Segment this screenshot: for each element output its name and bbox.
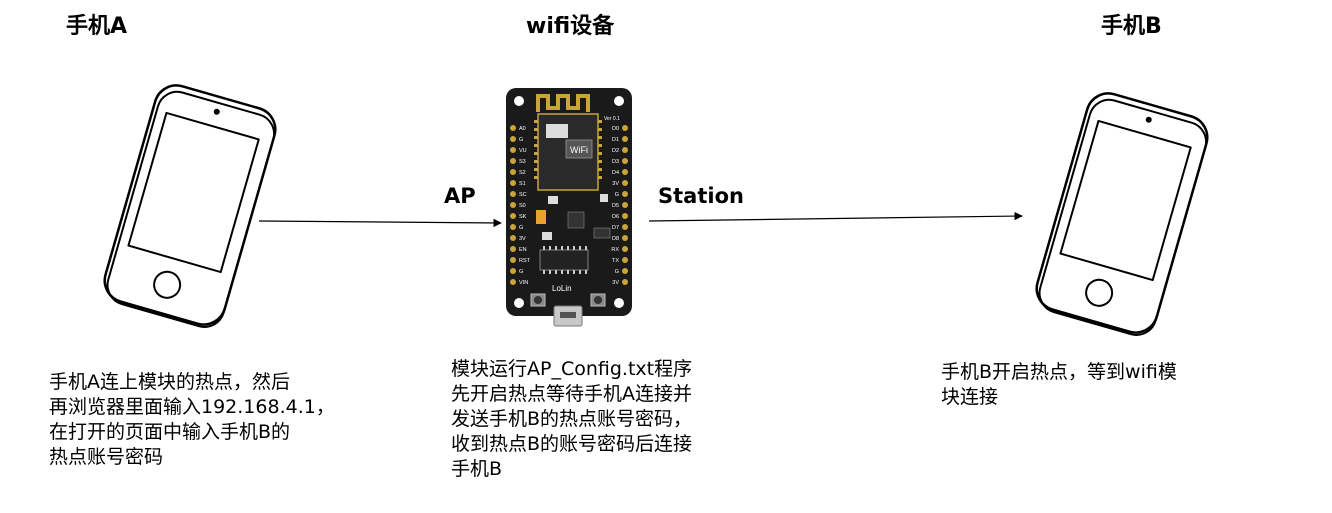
phone-b-title: 手机B [1101, 14, 1162, 39]
wifi-device-description: 模块运行AP_Config.txt程序 先开启热点等待手机A连接并 发送手机B的… [451, 358, 693, 480]
right-pin-label: G [615, 269, 619, 275]
right-pin-label: D0 [612, 126, 619, 132]
right-pin-label: D4 [612, 170, 619, 176]
phone-b-description: 手机B开启热点，等到wifi模 块连接 [941, 361, 1177, 408]
right-pin-label: D3 [612, 159, 619, 165]
right-pin-label: D2 [612, 148, 619, 154]
arrow-device-to-b [648, 211, 1023, 222]
left-pin-label: SC [519, 192, 527, 198]
left-pin-label: S2 [519, 170, 526, 176]
edge-label-station: Station [658, 184, 744, 208]
right-pin-label: G [615, 192, 619, 198]
left-pin-label: S1 [519, 181, 526, 187]
right-pin-label: D8 [612, 236, 619, 242]
left-pin-label: G [519, 137, 523, 143]
right-pin-label: D1 [612, 137, 619, 143]
left-pin-label: VU [519, 148, 527, 154]
left-pin-label: S3 [519, 159, 526, 165]
left-pin-label: VIN [519, 280, 528, 286]
left-pin-label: A0 [519, 126, 526, 132]
right-pin-label: D5 [612, 203, 619, 209]
left-pin-label: G [519, 269, 523, 275]
wifi-device-title: wifi设备 [526, 14, 615, 39]
left-pin-label: EN [519, 247, 527, 253]
right-pin-label: 3V [612, 181, 619, 187]
left-pin-label: RST [519, 258, 531, 264]
board-version: Ver 0.1 [604, 116, 620, 122]
right-pin-label: RX [611, 247, 619, 253]
left-pin-label: SK [519, 214, 527, 220]
right-pin-label: TX [612, 258, 619, 264]
left-pin-label: 3V [519, 236, 526, 242]
phone-b-icon [1035, 92, 1209, 336]
left-pin-label: G [519, 225, 523, 231]
right-pin-label: 3V [612, 280, 619, 286]
phone-a-description: 手机A连上模块的热点，然后 再浏览器里面输入192.168.4.1， 在打开的页… [49, 371, 335, 468]
edge-label-ap: AP [444, 184, 476, 208]
right-pin-label: D7 [612, 225, 619, 231]
phone-a-title: 手机A [66, 14, 128, 39]
chip-label: WiFi [570, 145, 588, 155]
left-pin-label: S0 [519, 203, 526, 209]
arrow-a-to-device [258, 218, 502, 228]
right-pin-label: D6 [612, 214, 619, 220]
phone-a-icon [103, 84, 277, 328]
board-brand: LoLin [552, 284, 572, 293]
